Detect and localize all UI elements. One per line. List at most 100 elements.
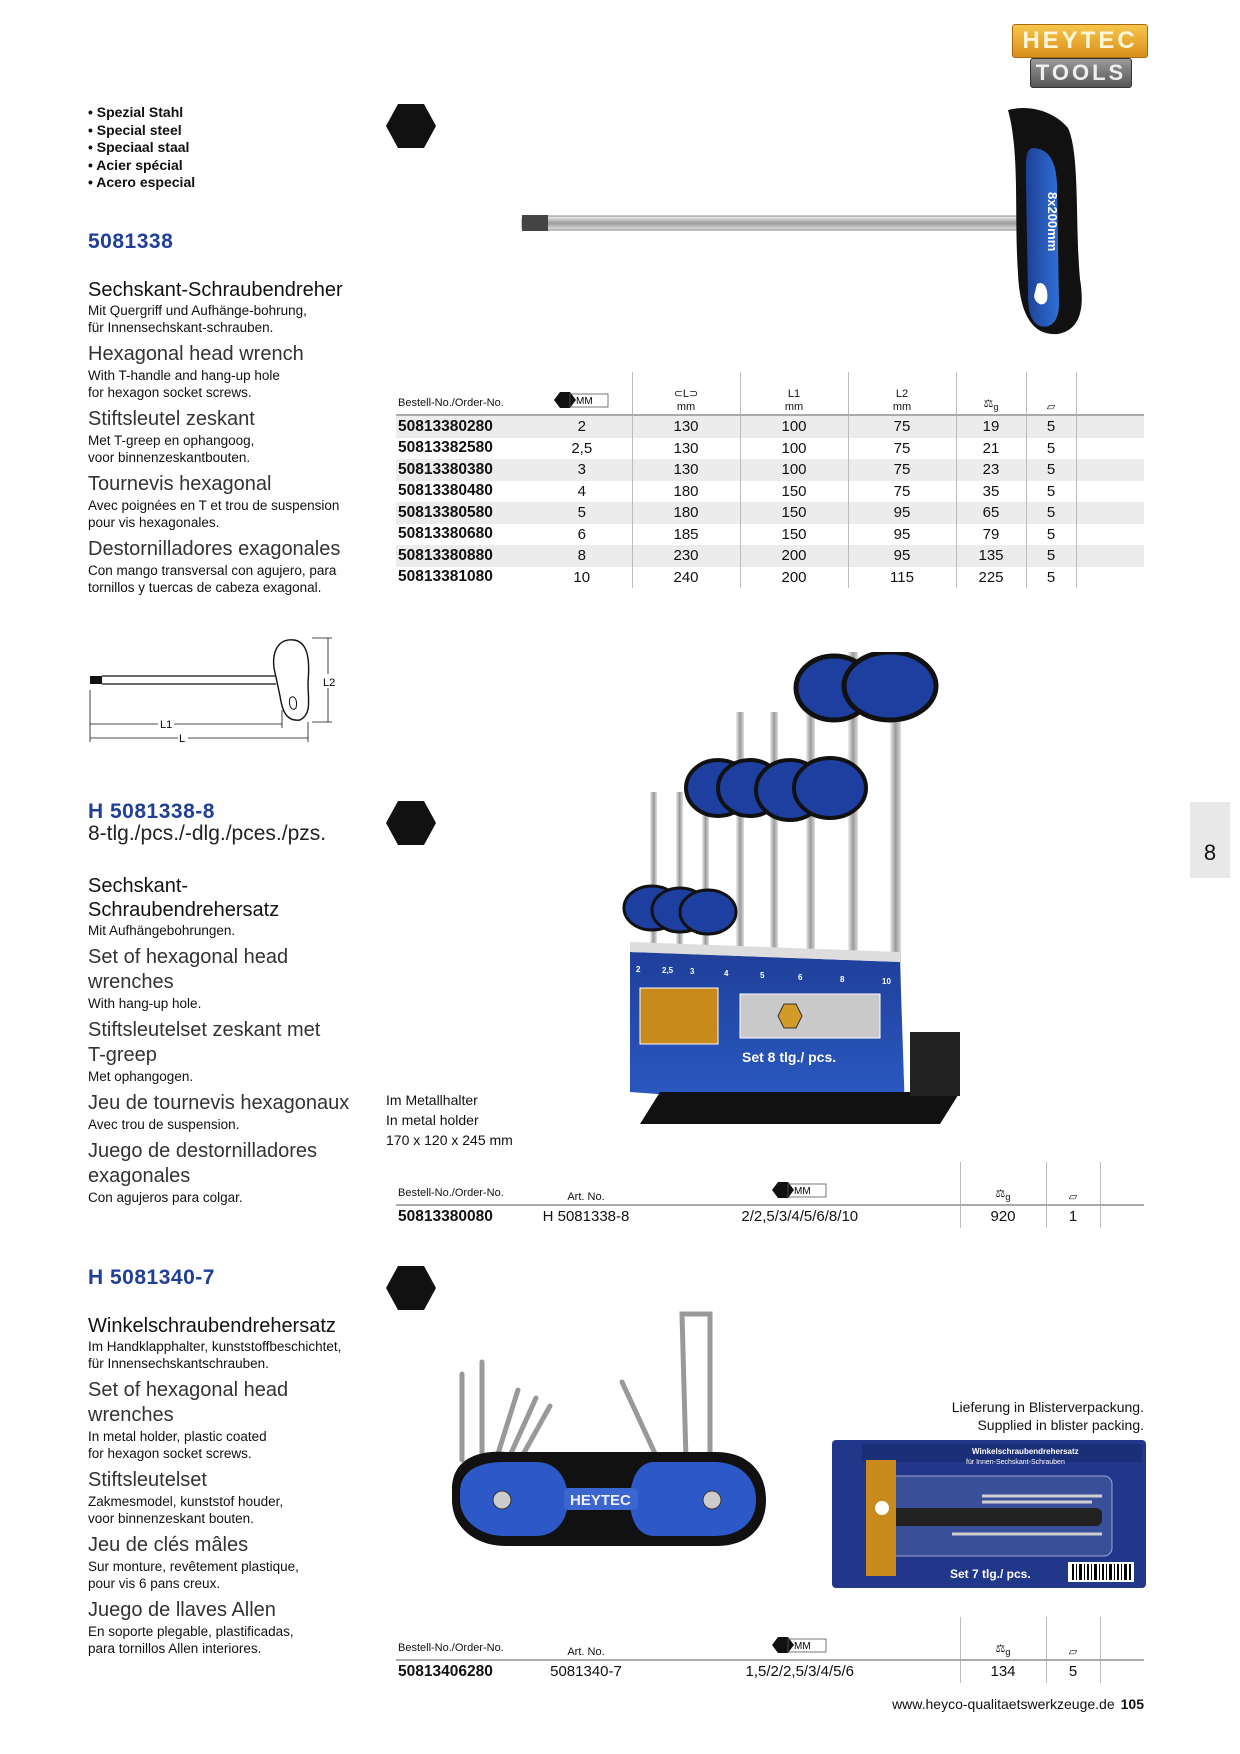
brand-logo: HEYTEC TOOLS: [1012, 24, 1148, 90]
hex-size: 5: [532, 502, 632, 524]
length-l: 180: [631, 502, 740, 524]
logo-tools: TOOLS: [1030, 58, 1132, 88]
weight: 35: [955, 480, 1026, 502]
material-item: Special steel: [88, 122, 195, 140]
pack-qty: 5: [1025, 502, 1076, 524]
lang-title: Jeu de tournevis hexagonaux: [88, 1092, 350, 1114]
description-block: Sechskant- Schraubendrehersatz Mit Aufhä…: [88, 874, 378, 1212]
hex-size: 6: [577, 525, 586, 543]
holder-note-line: Im Metallhalter: [386, 1092, 478, 1108]
sizes: 1,5/2/2,5/3/4/5/6: [745, 1663, 854, 1681]
lang-title: Juego de llaves Allen: [88, 1599, 276, 1621]
lang-block: Jeu de tournevis hexagonaux Avec trou de…: [88, 1091, 378, 1133]
length-l: 240: [631, 566, 740, 588]
lang-title: Winkelschraubendrehersatz: [88, 1315, 336, 1337]
tool-brand-label: HEYTEC: [570, 1492, 631, 1509]
spec-table: Bestell-No./Order-No. Art. No. MM ⚖g ▱ 5…: [396, 1162, 1144, 1228]
description-block: Sechskant-Schraubendreher Mit Quergriff …: [88, 278, 378, 602]
svg-text:MM: MM: [794, 1186, 811, 1197]
lang-desc: En soporte plegable, plastificadas, para…: [88, 1624, 294, 1656]
lang-desc: With T-handle and hang-up hole for hexag…: [88, 368, 280, 400]
pack-qty: 5: [1025, 459, 1076, 481]
page-number: 105: [1120, 1696, 1144, 1712]
chapter-number: 8: [1203, 840, 1217, 865]
col-header-weight: ⚖g: [955, 372, 1026, 416]
hex-size: 2: [532, 415, 632, 438]
blister-note: Lieferung in Blisterverpackung. Supplied…: [952, 1398, 1144, 1434]
hexagon-icon: [386, 801, 436, 845]
holder-size-label: 6: [798, 973, 803, 982]
dimension-drawing: L1 L L2: [89, 637, 338, 745]
lang-block: Juego de destornilladores exagonales Con…: [88, 1139, 378, 1206]
length-l2: 95: [847, 523, 956, 545]
length-l1: 150: [739, 502, 848, 524]
hex-size: 10: [573, 568, 591, 586]
length-l: 185: [631, 523, 740, 545]
length-l2: 75: [847, 415, 956, 438]
lang-title: Sechskant- Schraubendrehersatz: [88, 875, 280, 921]
length-l2: 75: [847, 459, 956, 481]
lang-title: Stiftsleutelset: [88, 1469, 207, 1491]
svg-text:MM: MM: [576, 396, 593, 407]
order-number: 50813380580: [396, 502, 532, 524]
col-header-order: Bestell-No./Order-No.: [396, 372, 532, 416]
lang-block: Stiftsleutel zeskant Met T-greep en opha…: [88, 407, 378, 466]
lang-title: Jeu de clés mâles: [88, 1534, 249, 1556]
order-number: 50813380380: [396, 459, 532, 481]
pack-qty: 5: [1025, 437, 1076, 459]
lang-title: Set of hexagonal head wrenches: [88, 946, 289, 993]
order-number: 50813382580: [398, 439, 493, 457]
material-list: Spezial Stahl Special steel Speciaal sta…: [88, 104, 195, 192]
order-number: 50813381080: [398, 568, 493, 586]
hexagon-icon: [386, 104, 436, 148]
unit-mm: mm: [892, 401, 912, 413]
lang-title: Set of hexagonal head wrenches: [88, 1379, 289, 1426]
t-handle-wrench-image: 8x200mm: [521, 108, 1082, 335]
scale-icon: ⚖: [995, 1187, 1006, 1200]
lang-title: Tournevis hexagonal: [88, 473, 272, 495]
sizes: 2/2,5/3/4/5/6/8/10: [741, 1208, 859, 1226]
weight: 225: [955, 566, 1026, 588]
lang-block: Stiftsleutelset zeskant met T-greep Met …: [88, 1018, 378, 1085]
col-header-weight: ⚖g: [959, 1617, 1046, 1661]
holder-size-label: 2,5: [662, 966, 674, 975]
material-item: Acier spécial: [88, 157, 195, 175]
blister-note-line: Supplied in blister packing.: [977, 1417, 1144, 1433]
weight: 135: [955, 545, 1026, 567]
hex-size-icon: MM: [771, 1637, 827, 1653]
col-header-art: Art. No.: [532, 1162, 640, 1206]
weight: 21: [955, 437, 1026, 459]
lang-title: Juego de destornilladores exagonales: [88, 1140, 318, 1187]
hex-size: 8: [532, 545, 632, 567]
lang-desc: Met ophangogen.: [88, 1069, 194, 1084]
length-l2: 95: [847, 545, 956, 567]
art-number: 5081340-7: [550, 1663, 622, 1681]
pack-qty: 5: [1025, 523, 1076, 545]
weight-unit: g: [1005, 1647, 1011, 1657]
logo-heytec: HEYTEC: [1012, 24, 1148, 58]
length-l1: 150: [739, 523, 848, 545]
lang-desc: With hang-up hole.: [88, 996, 202, 1011]
lang-block: Destornilladores exagonales Con mango tr…: [88, 537, 378, 596]
lang-title: Destornilladores exagonales: [88, 538, 341, 560]
lang-block: Hexagonal head wrench With T-handle and …: [88, 342, 378, 401]
handle-size-label: 8x200mm: [1045, 192, 1060, 251]
scale-icon: ⚖: [995, 1642, 1006, 1655]
hex-size: 2,5: [571, 439, 593, 457]
order-number: 50813380280: [396, 415, 532, 438]
col-header-length: ⊂L⊃mm: [631, 372, 740, 416]
lang-desc: Sur monture, revêtement plastique, pour …: [88, 1559, 299, 1591]
lang-block: Winkelschraubendrehersatz Im Handklappha…: [88, 1314, 378, 1372]
holder-size-label: 10: [882, 977, 891, 986]
wrench-set-holder-image: 2 2,5 3 4 5 6 8 10 Set 8 tlg./ pcs.: [622, 652, 960, 1124]
length-l2: 115: [847, 566, 956, 588]
length-l: 130: [631, 437, 740, 459]
holder-size-label: 8: [840, 975, 845, 984]
length-l: 130: [631, 415, 740, 438]
